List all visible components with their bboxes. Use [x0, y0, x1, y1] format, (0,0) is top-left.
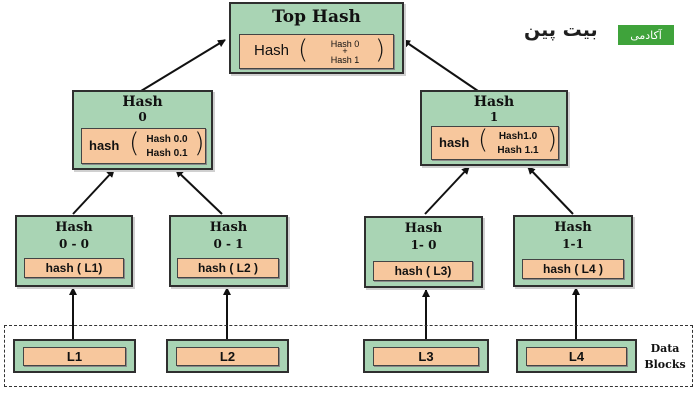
hash-0-node: Hash 0 hash ( Hash 0.0 Hash 0.1 ): [72, 90, 213, 170]
block-l1: L1: [13, 339, 136, 373]
data-blocks-label-line2: Blocks: [644, 358, 686, 371]
hash-0-0-label: hash ( L1): [24, 258, 124, 278]
hash-0-close-paren: ): [194, 128, 205, 159]
logo-badge: آکادمی: [618, 25, 674, 45]
hash-1-open-paren: (: [478, 125, 489, 155]
hash-0-arg-top: Hash 0.0: [146, 134, 188, 145]
block-l3-label: L3: [373, 347, 479, 366]
hash-1-fn: hash: [439, 135, 470, 150]
hash-1-arg-bottom: Hash 1.1: [497, 145, 539, 156]
hash-1-1-title: Hash: [554, 220, 592, 235]
hash-0-1-label: hash ( L2 ): [177, 258, 279, 278]
block-l4-label: L4: [526, 347, 627, 366]
hash-1-title: Hash: [473, 94, 515, 110]
top-hash-arg-bottom: Hash 1: [330, 55, 360, 65]
hash-1-close-paren: ): [547, 125, 558, 155]
hash-0-fn: hash: [89, 138, 120, 153]
hash-1-1-label: hash ( L4 ): [522, 259, 624, 279]
top-hash-open-paren: (: [298, 35, 309, 65]
hash-1-1-index: 1-1: [562, 237, 584, 251]
logo-text: بیت پین: [524, 19, 598, 41]
arrow-hash01-to-hash0: [175, 169, 223, 215]
hash-0-title: Hash: [122, 94, 163, 110]
hash-1-0-title: Hash: [404, 221, 443, 236]
hash-0-open-paren: (: [129, 128, 140, 159]
hash-0-formula: hash ( Hash 0.0 Hash 0.1 ): [81, 128, 206, 164]
hash-1-index: 1: [489, 110, 499, 124]
hash-0-0-title: Hash: [55, 220, 93, 235]
hash-1-arg-top: Hash1.0: [498, 131, 538, 142]
arrow-hash0-to-top: [140, 39, 226, 92]
hash-0-0-index: 0 - 0: [58, 237, 90, 251]
block-l1-label: L1: [23, 347, 126, 366]
block-l2-label: L2: [176, 347, 279, 366]
hash-0-index: 0: [138, 110, 147, 124]
hash-0-1-index: 0 - 1: [213, 237, 244, 251]
top-hash-close-paren: ): [375, 35, 386, 65]
hash-1-node: Hash 1 hash ( Hash1.0 Hash 1.1 ): [420, 90, 568, 166]
hash-1-formula: hash ( Hash1.0 Hash 1.1 ): [431, 125, 559, 160]
block-l3: L3: [363, 339, 489, 373]
top-hash-fn: Hash: [254, 42, 290, 59]
hash-1-0-node: Hash 1- 0 hash ( L3): [364, 216, 483, 288]
arrow-hash11-to-hash1: [527, 166, 574, 215]
hash-1-0-label: hash ( L3): [373, 261, 473, 281]
hash-1-0-index: 1- 0: [410, 238, 437, 252]
hash-0-1-node: Hash 0 - 1 hash ( L2 ): [169, 215, 288, 287]
arrow-hash00-to-hash0: [72, 169, 115, 215]
block-l2: L2: [166, 339, 289, 373]
hash-0-0-node: Hash 0 - 0 hash ( L1): [15, 215, 133, 287]
top-hash-node: Top Hash Hash ( Hash 0 + Hash 1 ): [229, 2, 404, 74]
block-l4: L4: [516, 339, 637, 373]
data-blocks-label-line1: Data: [650, 342, 680, 355]
hash-1-1-node: Hash 1-1 hash ( L4 ): [513, 215, 633, 287]
arrow-hash1-to-top: [402, 39, 479, 92]
top-hash-formula: Hash ( Hash 0 + Hash 1 ): [239, 34, 394, 69]
arrow-hash10-to-hash1: [424, 166, 470, 215]
hash-0-arg-bottom: Hash 0.1: [146, 148, 188, 159]
data-blocks-region: [4, 325, 693, 387]
data-blocks-label: Data Blocks: [638, 341, 692, 373]
top-hash-arg-top: Hash 0: [330, 39, 360, 49]
top-hash-title: Top Hash: [272, 7, 361, 27]
top-hash-plus: +: [342, 46, 348, 56]
hash-0-1-title: Hash: [209, 220, 248, 235]
